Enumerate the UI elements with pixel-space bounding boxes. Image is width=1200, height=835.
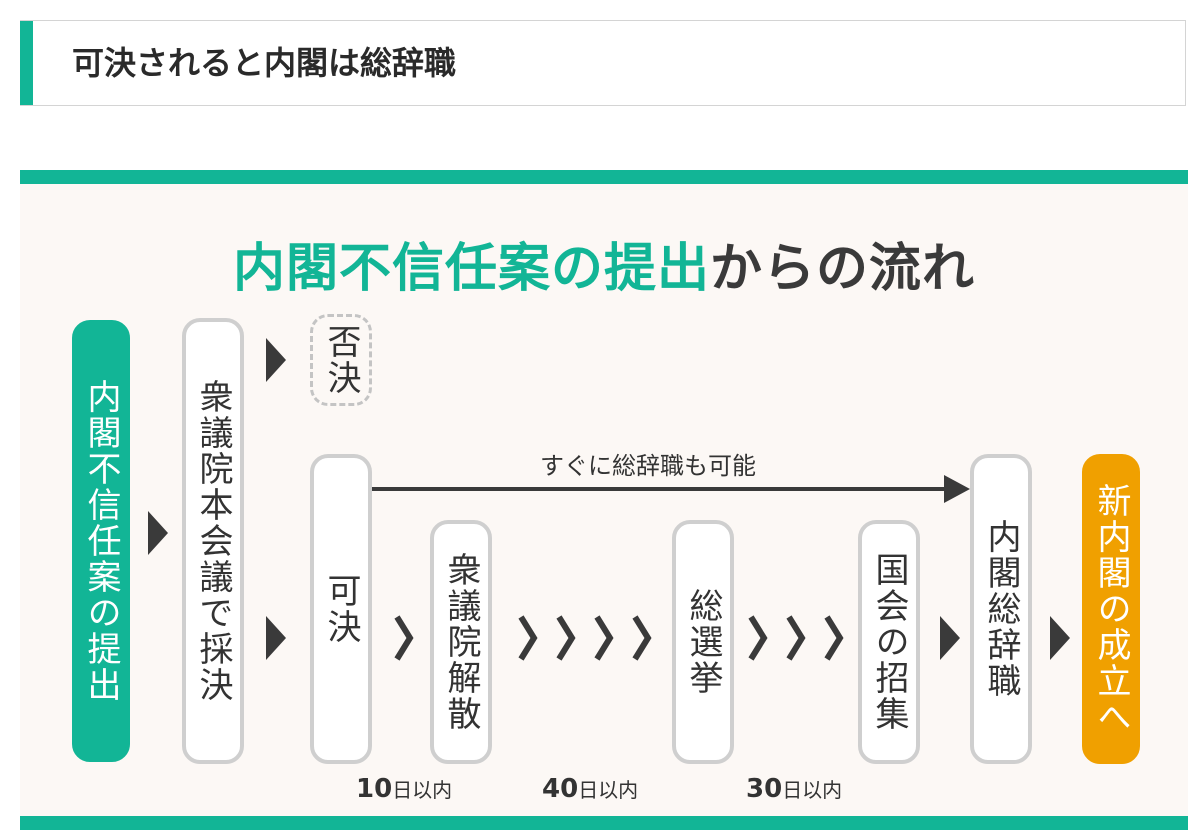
shortcut-arrow-head-icon [944,475,970,503]
chevron-right-icon [594,615,614,661]
step-resignation: 内閣総辞職 [970,454,1032,764]
chevron-right-icon [786,615,806,661]
step-general-election: 総選挙 [672,520,734,764]
chevron-right-icon [824,615,844,661]
chevron-right-icon [394,615,414,661]
interval-label: 10日以内 [356,774,453,804]
flow-diagram-panel: 内閣不信任案の提出からの流れ 内閣不信任案の提出 衆議院本会議で採決 否決 可決… [20,170,1188,830]
chevron-right-icon [518,615,538,661]
step-dissolution: 衆議院解散 [430,520,492,764]
step-passed: 可決 [310,454,372,764]
diagram-title-highlight: 内閣不信任案の提出 [232,239,710,299]
step-submission: 内閣不信任案の提出 [72,320,130,762]
heading-accent-bar [20,21,33,105]
step-diet-convened: 国会の招集 [858,520,920,764]
arrow-right-icon [266,338,286,382]
arrow-right-icon [1050,616,1070,660]
chevron-right-icon [556,615,576,661]
diagram-title-rest: からの流れ [710,239,976,299]
chevron-right-icon [632,615,652,661]
diagram-title: 内閣不信任案の提出からの流れ [20,226,1188,301]
step-new-cabinet: 新内閣の成立へ [1082,454,1140,764]
step-rejected: 否決 [310,314,372,406]
heading-title: 可決されると内閣は総辞職 [72,44,457,82]
interval-label: 40日以内 [542,774,639,804]
arrow-right-icon [940,616,960,660]
chevron-right-icon [748,615,768,661]
step-plenary-vote: 衆議院本会議で採決 [182,318,244,764]
arrow-right-icon [148,511,168,555]
shortcut-note: すぐに総辞職も可能 [540,452,756,480]
shortcut-arrow-line [372,487,946,491]
arrow-right-icon [266,616,286,660]
section-heading: 可決されると内閣は総辞職 [20,20,1186,106]
interval-label: 30日以内 [746,774,843,804]
